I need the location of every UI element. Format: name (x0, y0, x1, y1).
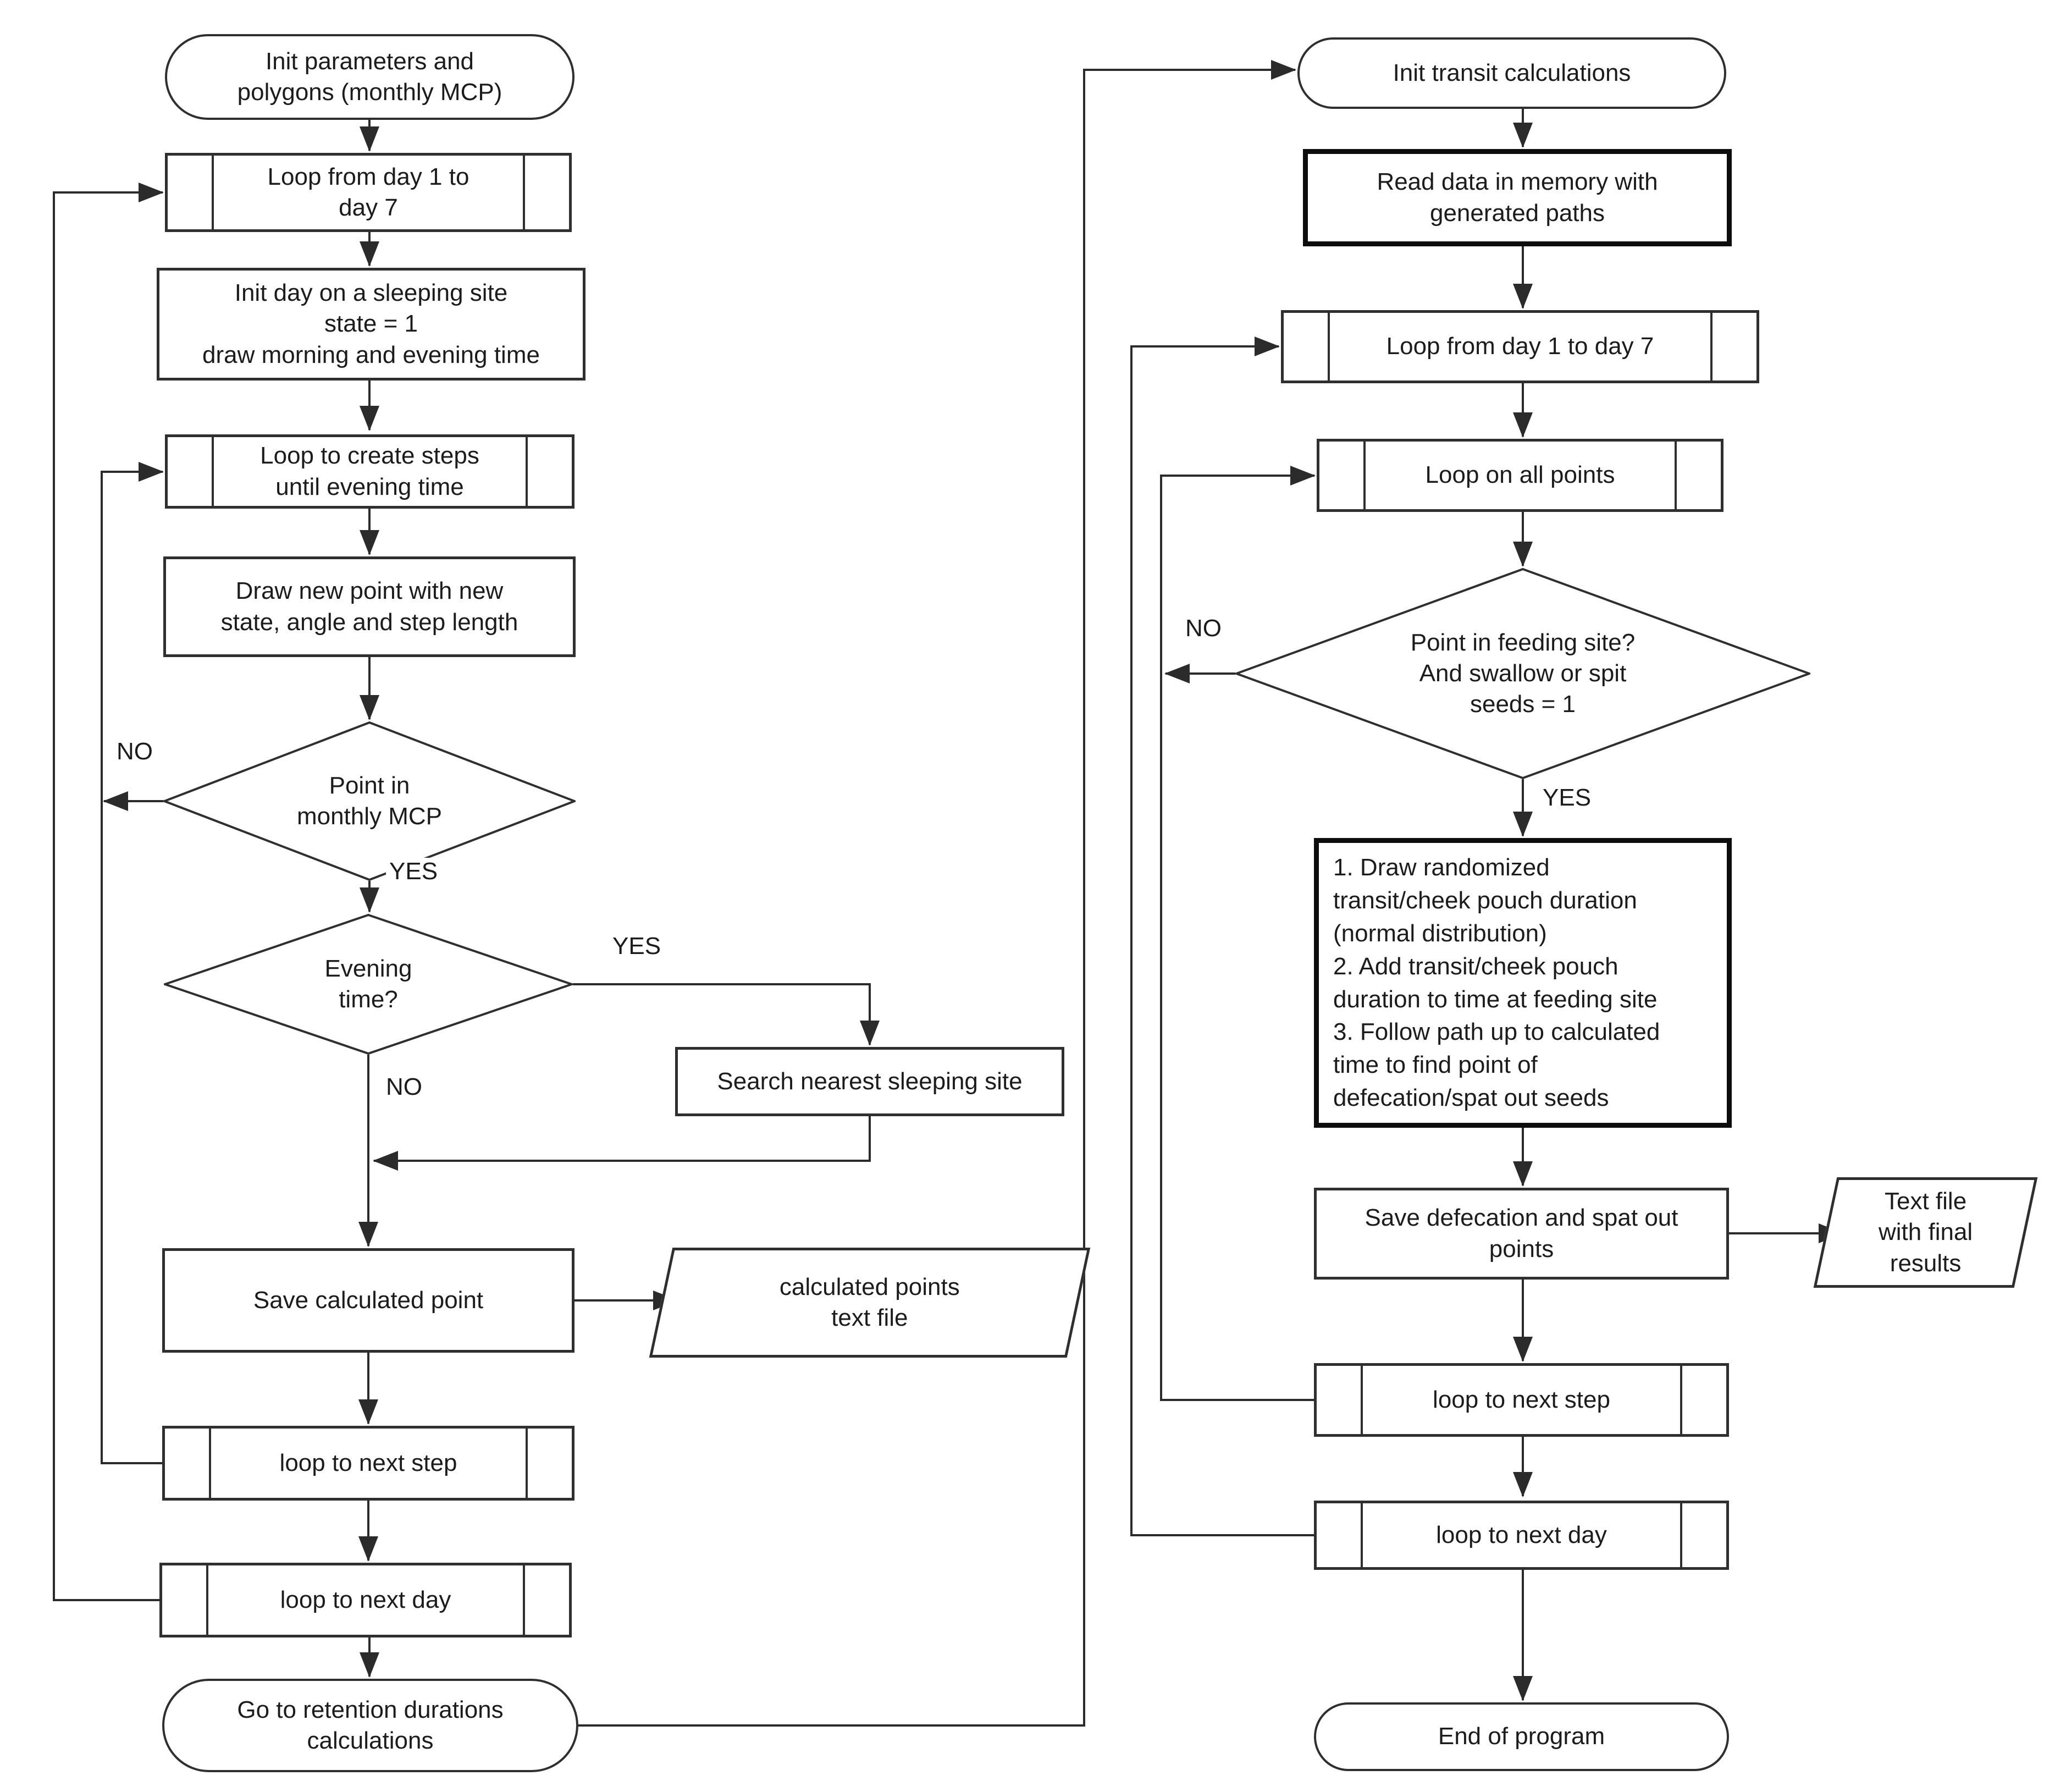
predefined-process-bar-icon (212, 156, 214, 229)
process-read-data: Read data in memory with generated paths (1303, 149, 1732, 246)
data-final-results-file-label: Text file with final results (1878, 1188, 1973, 1277)
predefined-process-bar-icon (526, 437, 528, 506)
data-calculated-points-file: calculated points text file (649, 1248, 1091, 1358)
loop-from-day1-right-label: Loop from day 1 to day 7 (1386, 333, 1654, 360)
predefined-process-bar-icon (1680, 1503, 1682, 1567)
diamond-shape-icon (1235, 568, 1810, 779)
process-init-day-label: Init day on a sleeping site state = 1 dr… (202, 279, 540, 368)
terminator-init-transit-label: Init transit calculations (1393, 59, 1631, 86)
predefined-process-bar-icon (1361, 1503, 1363, 1567)
diamond-shape-icon (164, 914, 573, 1055)
label-mcp-no: NO (113, 738, 156, 765)
terminator-goto-retention: Go to retention durations calculations (162, 1679, 578, 1772)
loop-next-step-left-label: loop to next step (279, 1449, 457, 1476)
process-init-day: Init day on a sleeping site state = 1 dr… (157, 268, 585, 381)
loop-on-all-points-label: Loop on all points (1425, 461, 1615, 489)
process-save-defecation-label: Save defecation and spat out points (1365, 1204, 1678, 1262)
loop-next-day-right-label: loop to next day (1436, 1521, 1607, 1548)
decision-evening-time: Evening time? (164, 914, 573, 1055)
predefined-process-bar-icon (526, 1429, 528, 1498)
predefined-process-bar-icon (206, 1565, 208, 1635)
loop-next-step-right: loop to next step (1314, 1363, 1729, 1437)
edge-evening-yes (573, 983, 880, 1046)
edge-goto-to-transit (578, 60, 1296, 1727)
predefined-process-bar-icon (1328, 313, 1330, 381)
predefined-process-bar-icon (523, 1565, 525, 1635)
predefined-process-bar-icon (1675, 442, 1677, 509)
loop-from-day1-left: Loop from day 1 to day 7 (165, 153, 572, 232)
edge-search-merge (373, 1116, 871, 1171)
loop-next-day-right: loop to next day (1314, 1501, 1729, 1570)
process-read-data-label: Read data in memory with generated paths (1377, 168, 1658, 227)
loop-from-day1-right: Loop from day 1 to day 7 (1281, 310, 1759, 383)
loop-on-all-points: Loop on all points (1317, 439, 1723, 512)
predefined-process-bar-icon (1361, 1366, 1363, 1434)
loop-next-step-left: loop to next step (162, 1426, 574, 1501)
process-draw-new-point: Draw new point with new state, angle and… (163, 556, 576, 657)
label-evening-yes: YES (609, 933, 665, 960)
edge-loopday-back-left (53, 183, 164, 1601)
decision-evening-time-label: Evening time? (324, 955, 412, 1013)
process-draw-new-point-label: Draw new point with new state, angle and… (220, 577, 518, 636)
decision-point-in-mcp: Point in monthly MCP (163, 721, 576, 881)
terminator-init-parameters-label: Init parameters and polygons (monthly MC… (237, 47, 502, 106)
process-save-defecation: Save defecation and spat out points (1314, 1188, 1729, 1280)
process-save-calculated-point: Save calculated point (162, 1248, 574, 1353)
terminator-init-parameters: Init parameters and polygons (monthly MC… (165, 34, 574, 120)
loop-next-day-left-label: loop to next day (280, 1586, 451, 1613)
process-save-calculated-point-label: Save calculated point (253, 1286, 484, 1314)
diamond-shape-icon (163, 721, 576, 881)
decision-point-in-feeding-site: Point in feeding site? And swallow or sp… (1235, 568, 1810, 779)
loop-create-steps-label: Loop to create steps until evening time (260, 442, 479, 500)
terminator-end-of-program: End of program (1314, 1702, 1729, 1771)
predefined-process-bar-icon (212, 437, 214, 506)
decision-point-in-feeding-site-label: Point in feeding site? And swallow or sp… (1410, 628, 1636, 718)
predefined-process-bar-icon (523, 156, 525, 229)
loop-create-steps: Loop to create steps until evening time (165, 434, 574, 509)
process-transit-steps: 1. Draw randomized transit/cheek pouch d… (1314, 838, 1732, 1128)
process-transit-steps-label: 1. Draw randomized transit/cheek pouch d… (1333, 854, 1660, 1111)
data-calculated-points-file-label: calculated points text file (780, 1273, 960, 1331)
label-feeding-yes: YES (1539, 784, 1595, 812)
predefined-process-bar-icon (1363, 442, 1366, 509)
edge-loopday-back-right (1130, 337, 1314, 1536)
label-feeding-no: NO (1182, 615, 1225, 642)
process-search-sleeping-site-label: Search nearest sleeping site (717, 1067, 1023, 1095)
loop-next-step-right-label: loop to next step (1433, 1386, 1610, 1413)
edge-loopstep-back-right (1160, 466, 1316, 1401)
predefined-process-bar-icon (1680, 1366, 1682, 1434)
loop-next-day-left: loop to next day (159, 1563, 572, 1637)
edge-loopstep-back-left (101, 462, 164, 1464)
terminator-goto-retention-label: Go to retention durations calculations (237, 1696, 504, 1754)
decision-point-in-mcp-label: Point in monthly MCP (296, 771, 443, 830)
terminator-init-transit: Init transit calculations (1297, 37, 1726, 109)
process-search-sleeping-site: Search nearest sleeping site (675, 1047, 1064, 1116)
label-evening-no: NO (383, 1073, 426, 1101)
data-final-results-file: Text file with final results (1813, 1177, 2038, 1288)
label-mcp-yes: YES (386, 858, 441, 885)
loop-from-day1-left-label: Loop from day 1 to day 7 (267, 163, 469, 221)
predefined-process-bar-icon (1710, 313, 1712, 381)
terminator-end-of-program-label: End of program (1438, 1723, 1605, 1750)
predefined-process-bar-icon (209, 1429, 211, 1498)
